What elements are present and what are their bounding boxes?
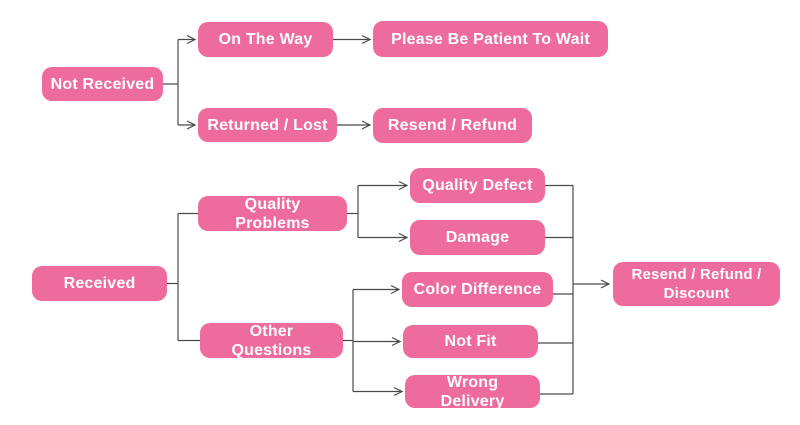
node-wrong-delivery: Wrong Delivery (405, 374, 540, 410)
node-not-fit: Not Fit (403, 325, 538, 358)
node-resend-refund: Resend / Refund (373, 108, 532, 143)
node-color-difference: Color Difference (402, 272, 553, 307)
node-quality-defect: Quality Defect (410, 168, 545, 203)
node-quality-problems: Quality Problems (198, 196, 347, 232)
node-not-received: Not Received (42, 67, 163, 101)
node-other-questions: Other Questions (200, 323, 343, 359)
node-on-the-way: On The Way (198, 22, 333, 57)
node-damage: Damage (410, 220, 545, 255)
node-resend-refund-discount: Resend / Refund / Discount (613, 262, 780, 306)
node-returned-lost: Returned / Lost (198, 108, 337, 142)
node-please-be-patient-to-wait: Please Be Patient To Wait (373, 21, 608, 57)
node-received: Received (32, 266, 167, 301)
